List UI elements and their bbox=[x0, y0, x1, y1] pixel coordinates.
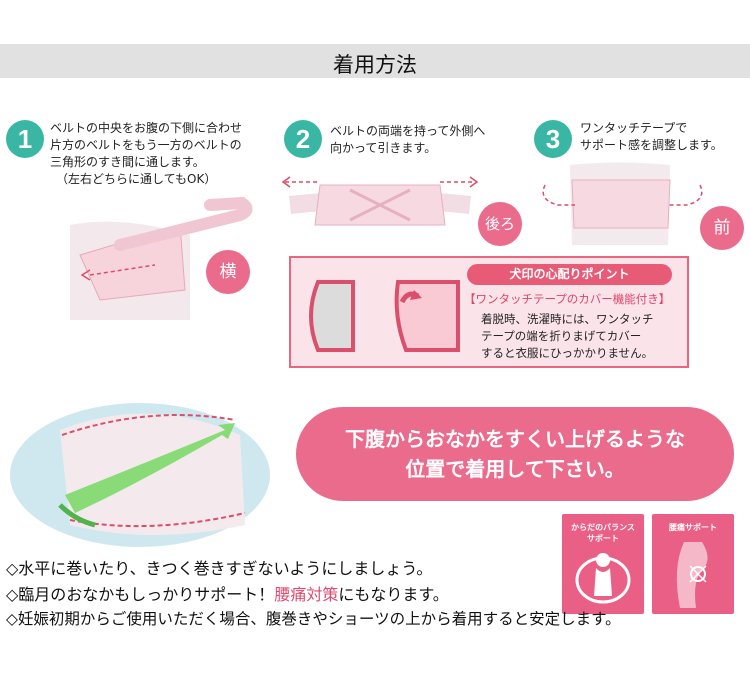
balance-badge-line-1: からだのバランス bbox=[571, 523, 635, 532]
step-2-line-1: ベルトの両端を持って外側へ bbox=[330, 124, 486, 138]
back-tag: 後ろ bbox=[478, 202, 522, 246]
side-tag: 横 bbox=[206, 250, 250, 294]
step-3-line-1: ワンタッチテープで bbox=[580, 121, 688, 135]
banner-line-2: 位置で着用して下さい。 bbox=[405, 457, 625, 481]
step-1-line-4: （左右どちらに通してもOK） bbox=[56, 172, 217, 186]
balance-badge-line-2: サポート bbox=[587, 534, 619, 543]
point-header: 犬印の心配りポイント bbox=[467, 264, 672, 285]
front-tag: 前 bbox=[700, 206, 744, 250]
note-2-prefix: ◇臨月のおなかもしっかりサポート！ bbox=[6, 585, 275, 604]
point-line-3: すると衣服にひっかかりません。 bbox=[481, 346, 654, 360]
step-3-text: ワンタッチテープで サポート感を調整します。 bbox=[580, 120, 723, 154]
note-2-highlight: 腰痛対策 bbox=[274, 585, 339, 604]
step-3-number: 3 bbox=[534, 120, 572, 158]
balance-support-badge: からだのバランス サポート bbox=[562, 514, 644, 614]
point-subheader: 【ワンタッチテープのカバー機能付き】 bbox=[464, 292, 671, 306]
note-1: ◇水平に巻いたり、きつく巻きすぎないようにしましょう。 bbox=[6, 559, 433, 578]
note-2: ◇臨月のおなかもしっかりサポート！腰痛対策にもなります。 bbox=[6, 581, 449, 605]
step-3-line-2: サポート感を調整します。 bbox=[580, 138, 723, 152]
point-body: 着脱時、洗濯時には、ワンタッチ テープの端を折りまげてカバー すると衣服にひっか… bbox=[481, 311, 654, 362]
point-line-2: テープの端を折りまげてカバー bbox=[481, 329, 642, 343]
body-balance-icon bbox=[575, 553, 631, 604]
back-pain-badge-label: 腰痛サポート bbox=[669, 523, 717, 532]
back-pain-support-badge: 腰痛サポート bbox=[652, 514, 734, 614]
tape-cover-illustration bbox=[309, 280, 460, 352]
title-bar: 着用方法 bbox=[0, 44, 750, 78]
belly-wearing-illustration bbox=[10, 403, 270, 547]
step-1-belt-illustration bbox=[70, 196, 253, 320]
step-1-number: 1 bbox=[6, 120, 44, 158]
step-3-belt-illustration bbox=[542, 162, 703, 245]
step-2-number: 2 bbox=[284, 120, 322, 158]
step-1-line-2: 片方のベルトをもう一方のベルトの bbox=[50, 138, 242, 152]
step-2-line-2: 向かって引きます。 bbox=[330, 141, 437, 155]
step-2-text: ベルトの両端を持って外側へ 向かって引きます。 bbox=[330, 123, 485, 157]
lower-back-icon bbox=[676, 542, 708, 608]
point-line-1: 着脱時、洗濯時には、ワンタッチ bbox=[481, 312, 654, 326]
note-3: ◇妊娠初期からご使用いただく場合、腹巻きやショーツの上から着用すると安定します。 bbox=[6, 610, 621, 628]
step-1-text: ベルトの中央をお腹の下側に合わせ 片方のベルトをもう一方のベルトの 三角形のすき… bbox=[50, 120, 242, 188]
step-1-line-1: ベルトの中央をお腹の下側に合わせ bbox=[50, 121, 243, 135]
page-title: 着用方法 bbox=[333, 53, 417, 77]
wearing-position-banner: 下腹からおなかをすくい上げるような 位置で着用して下さい。 bbox=[296, 407, 734, 501]
note-2-suffix: にもなります。 bbox=[338, 585, 449, 604]
banner-line-1: 下腹からおなかをすくい上げるような bbox=[345, 427, 685, 451]
step-2-belt-illustration bbox=[281, 176, 479, 226]
step-1-line-3: 三角形のすき間に通します。 bbox=[50, 155, 205, 169]
